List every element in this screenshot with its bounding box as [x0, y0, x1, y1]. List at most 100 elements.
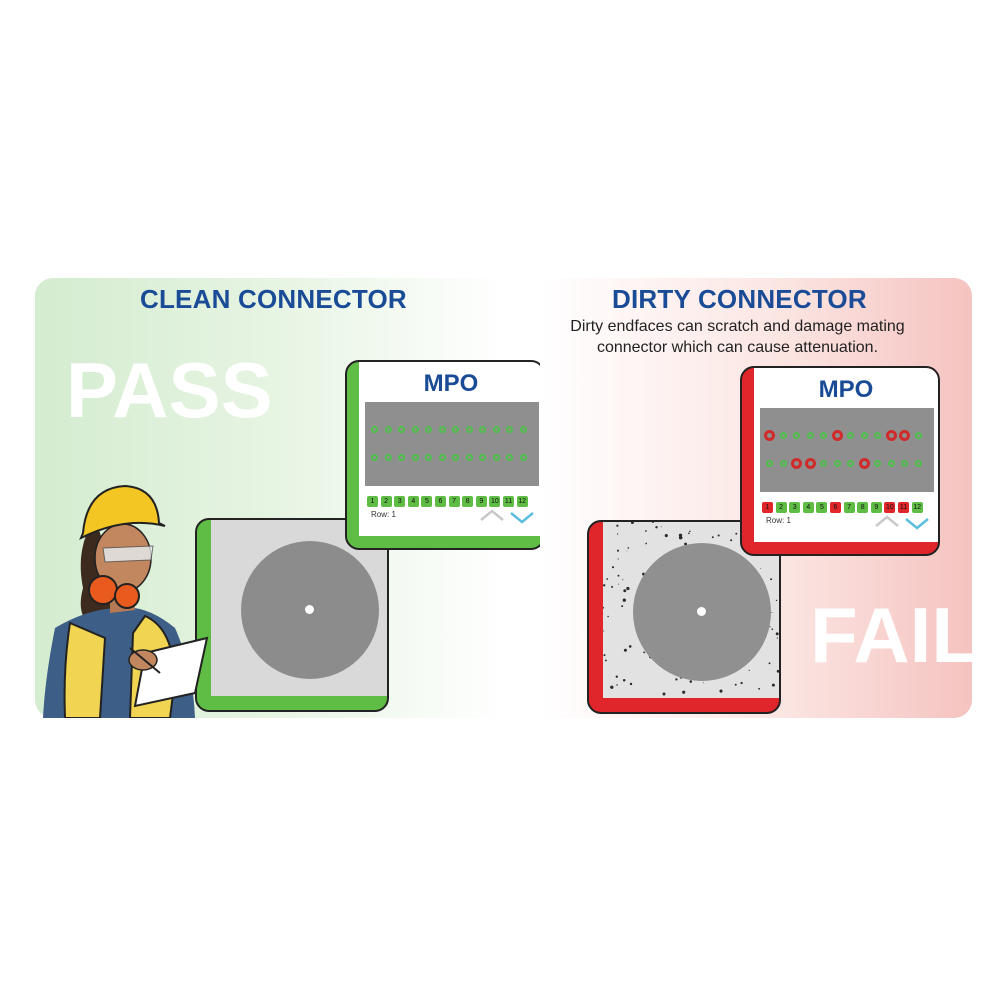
- fiber-top-1: [371, 426, 378, 433]
- channel-indicator-10[interactable]: 10: [489, 496, 501, 507]
- channel-indicator-3[interactable]: 3: [789, 502, 801, 513]
- contamination-speck: [615, 675, 618, 678]
- contamination-speck: [617, 558, 619, 560]
- contamination-speck: [675, 678, 678, 681]
- channel-indicator-9[interactable]: 9: [870, 502, 882, 513]
- contamination-speck: [771, 683, 775, 687]
- contamination-speck: [623, 648, 627, 652]
- channel-indicator-2[interactable]: 2: [380, 496, 392, 507]
- fiber-core: [305, 605, 314, 614]
- fiber-bottom-2: [779, 460, 787, 467]
- contamination-speck: [603, 654, 606, 657]
- fiber-bottom-12: [519, 454, 527, 461]
- chevron-up-icon[interactable]: [479, 508, 505, 522]
- contamination-speck: [664, 534, 668, 538]
- contamination-speck: [730, 539, 733, 542]
- contamination-speck: [643, 651, 645, 653]
- clean-connector-heading: CLEAN CONNECTOR: [140, 284, 407, 314]
- contamination-speck: [622, 598, 626, 602]
- contamination-speck: [630, 522, 634, 524]
- fiber-top-7: [847, 432, 854, 439]
- channel-indicator-11[interactable]: 11: [898, 502, 909, 513]
- fiber-top-11: [899, 430, 910, 441]
- contamination-speck: [617, 574, 620, 577]
- channel-indicator-1[interactable]: 1: [762, 502, 773, 513]
- contamination-speck: [775, 632, 779, 636]
- channel-indicator-4[interactable]: 4: [407, 496, 419, 507]
- channel-indicator-6[interactable]: 6: [435, 496, 446, 507]
- chevron-up-icon[interactable]: [874, 514, 900, 528]
- endface-background: [211, 520, 387, 696]
- fiber-bottom-6: [438, 454, 446, 461]
- fail-label: FAIL: [810, 591, 979, 679]
- contamination-speck: [760, 568, 762, 569]
- contamination-speck: [652, 522, 654, 523]
- pass-label: PASS: [66, 346, 273, 434]
- mpo-title: MPO: [423, 370, 479, 397]
- fiber-bottom-6: [833, 460, 841, 467]
- fiber-bottom-4: [804, 458, 816, 469]
- contamination-speck: [603, 584, 606, 587]
- channel-indicator-4[interactable]: 4: [802, 502, 814, 513]
- fiber-top-8: [860, 432, 868, 439]
- fiber-top-8: [465, 426, 473, 433]
- fiber-top-12: [519, 426, 527, 433]
- fiber-bottom-4: [411, 454, 419, 461]
- channel-indicator-12[interactable]: 12: [516, 496, 528, 507]
- chevron-down-icon[interactable]: [509, 510, 535, 524]
- contamination-speck: [682, 690, 686, 694]
- contamination-speck: [629, 682, 633, 686]
- channel-indicator-9[interactable]: 9: [475, 496, 487, 507]
- contamination-speck: [740, 681, 743, 685]
- channel-indicator-6[interactable]: 6: [830, 502, 841, 513]
- contamination-speck: [623, 589, 627, 593]
- contamination-speck: [621, 605, 624, 608]
- mpo-title: MPO: [818, 376, 874, 403]
- channel-indicator-8[interactable]: 8: [857, 502, 869, 513]
- fiber-top-1: [764, 430, 775, 441]
- technician-illustration: [43, 484, 209, 718]
- channel-indicator-5[interactable]: 5: [421, 496, 433, 507]
- contamination-speck: [616, 549, 620, 552]
- fiber-bottom-11: [506, 454, 513, 461]
- dirty-description-line-1: Dirty endfaces can scratch and damage ma…: [570, 318, 905, 335]
- fiber-top-4: [806, 432, 814, 439]
- fiber-bottom-10: [887, 460, 895, 467]
- channel-indicator-12[interactable]: 12: [911, 502, 923, 513]
- fiber-bottom-8: [465, 454, 473, 461]
- contamination-speck: [616, 684, 618, 686]
- contamination-speck: [603, 630, 605, 632]
- dirty-connector-heading: DIRTY CONNECTOR: [612, 284, 867, 314]
- channel-indicator-8[interactable]: 8: [462, 496, 474, 507]
- contamination-speck: [606, 578, 609, 580]
- contamination-speck: [618, 583, 620, 585]
- fiber-bottom-11: [901, 460, 908, 467]
- channel-indicator-7[interactable]: 7: [448, 496, 460, 507]
- channel-indicator-7[interactable]: 7: [843, 502, 855, 513]
- fiber-bottom-1: [766, 460, 773, 467]
- channel-indicator-3[interactable]: 3: [394, 496, 406, 507]
- fiber-bottom-12: [914, 460, 922, 467]
- fiber-top-2: [384, 426, 392, 433]
- contamination-speck: [769, 626, 771, 628]
- mpo-fiber-field: [760, 408, 934, 492]
- contamination-speck: [645, 542, 648, 545]
- channel-indicator-1[interactable]: 1: [367, 496, 378, 507]
- contamination-speck: [611, 585, 614, 588]
- contamination-speck: [776, 669, 779, 673]
- channel-indicator-2[interactable]: 2: [775, 502, 787, 513]
- dirty-description-line-2: connector which can cause attenuation.: [596, 339, 879, 356]
- channel-indicator-10[interactable]: 10: [884, 502, 896, 513]
- channel-indicator-5[interactable]: 5: [816, 502, 828, 513]
- channel-indicator-11[interactable]: 11: [503, 496, 514, 507]
- fiber-core: [697, 607, 706, 616]
- contamination-speck: [748, 669, 750, 671]
- fiber-bottom-5: [820, 460, 827, 467]
- contamination-speck: [607, 615, 609, 618]
- contamination-speck: [688, 532, 690, 535]
- fiber-top-10: [492, 426, 500, 433]
- clean-endface-view: [195, 518, 389, 712]
- chevron-down-icon[interactable]: [904, 516, 930, 530]
